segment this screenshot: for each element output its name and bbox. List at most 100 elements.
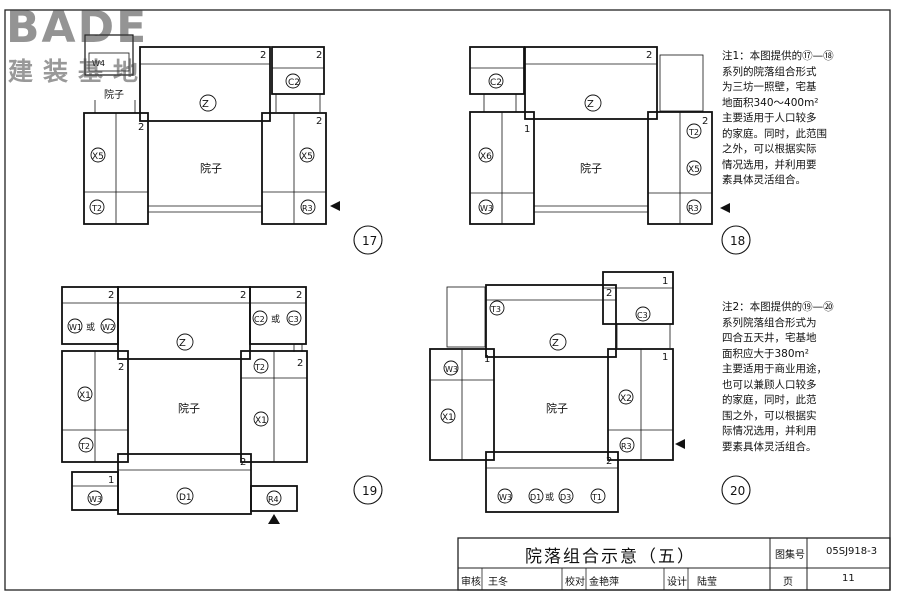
label-r3: R3: [688, 204, 699, 213]
label-courtyard: 院子: [546, 401, 568, 415]
label-or: 或: [271, 313, 280, 325]
design-label: 设计: [667, 577, 687, 588]
label-w4: W4: [92, 59, 105, 68]
label-x6: X6: [480, 152, 492, 162]
level-number: 2: [240, 290, 246, 301]
note-line: 系列院落组合形式为: [722, 316, 817, 329]
check-label: 校对: [565, 577, 585, 588]
label-r4: R4: [268, 495, 279, 504]
label-t3: T3: [490, 305, 501, 314]
note-line: 注1：本图提供的⑰—⑱: [722, 50, 834, 62]
label-w1: W1: [69, 323, 82, 332]
label-t2: T2: [91, 204, 102, 213]
figure-19-plan: [61, 286, 383, 524]
label-x2: X2: [620, 394, 632, 404]
level-number: 2: [108, 290, 114, 301]
label-courtyard: 院子: [178, 401, 200, 415]
figure-number-18: 18: [730, 234, 745, 248]
label-courtyard: 院子: [200, 161, 222, 175]
level-number: 1: [662, 276, 668, 287]
label-w2: W2: [102, 323, 115, 332]
level-number: 2: [118, 362, 124, 373]
level-number: 2: [606, 456, 612, 467]
label-c2: C2: [288, 78, 300, 88]
note-line: 四合五天井，宅基地: [722, 332, 817, 344]
label-courtyard: 院子: [580, 161, 602, 175]
note-line: 的家庭。同时，此范围: [722, 127, 827, 140]
checker-name: 金艳萍: [589, 577, 619, 588]
label-w3: W3: [480, 204, 493, 213]
label-r3: R3: [302, 204, 313, 213]
note-line: 际情况选用，并利用: [722, 425, 817, 437]
label-c2: C2: [254, 315, 265, 324]
label-courtyard-small: 院子: [104, 88, 124, 101]
reviewer-name: 王冬: [488, 577, 508, 588]
label-x1: X1: [255, 416, 267, 426]
label-c2: C2: [490, 78, 502, 88]
page-label: 页: [783, 577, 793, 588]
label-w3: W3: [89, 495, 102, 504]
watermark-subtitle: 建装基地: [8, 57, 149, 86]
note-line: 也可以兼顾人口较多: [722, 378, 817, 391]
figure-17-plan: [83, 34, 383, 255]
review-label: 审核: [461, 577, 481, 588]
page-number: 11: [842, 573, 855, 584]
level-number: 2: [316, 50, 322, 61]
label-z: Z: [179, 338, 186, 349]
label-z: Z: [587, 99, 594, 110]
label-t1: T1: [591, 493, 602, 502]
level-number: 2: [260, 50, 266, 61]
level-number: 2: [138, 122, 144, 133]
atlas-label: 图集号: [775, 550, 805, 561]
figure-18-plan: [469, 46, 751, 255]
label-d1: D1: [179, 493, 192, 503]
label-r3: R3: [621, 442, 632, 451]
label-d3: D3: [560, 493, 571, 502]
note-1: 注1：本图提供的⑰—⑱ 系列的院落组合形式为三坊一照壁，宅基地面积340～400m…: [722, 49, 834, 189]
level-number: 2: [702, 116, 708, 127]
label-c3: C3: [288, 315, 299, 324]
label-x5: X5: [301, 152, 313, 162]
level-number: 2: [316, 116, 322, 127]
label-c3: C3: [637, 311, 648, 320]
label-x5: X5: [688, 165, 700, 175]
note-line: 地面积340～400m²: [722, 96, 819, 109]
figure-20-plan: [429, 271, 751, 513]
label-t2: T2: [79, 442, 90, 451]
label-x1: X1: [79, 391, 91, 401]
note-line: 注2：本图提供的⑲—⑳: [722, 301, 834, 313]
level-number: 2: [606, 288, 612, 299]
label-or: 或: [86, 321, 95, 333]
note-line: 情况选用，并利用要: [722, 158, 817, 171]
label-or: 或: [545, 491, 554, 503]
note-line: 系列的院落组合形式: [722, 65, 817, 78]
title-block-frame: [457, 537, 891, 591]
label-d1: D1: [530, 493, 541, 502]
designer-name: 陆莹: [697, 577, 717, 588]
label-x5: X5: [92, 152, 104, 162]
label-z: Z: [552, 338, 559, 349]
drawing-title: 院落组合示意（五）: [525, 547, 696, 567]
note-line: 素具体灵活组合。: [722, 174, 806, 186]
level-number: 2: [646, 50, 652, 61]
label-t2: T2: [688, 128, 699, 137]
label-z: Z: [202, 99, 209, 110]
level-number: 1: [524, 124, 530, 135]
level-number: 1: [484, 354, 490, 365]
note-line: 要素具体灵活组合。: [722, 440, 817, 453]
note-line: 围之外，可以根据实: [722, 409, 817, 422]
note-line: 面积应大于380m²: [722, 347, 809, 360]
note-line: 的家庭，同时，此范: [722, 394, 817, 406]
level-number: 1: [108, 475, 114, 486]
sheet-border: [4, 9, 891, 591]
figure-number-17: 17: [362, 234, 377, 248]
watermark-logo: BADE: [6, 2, 149, 53]
note-line: 为三坊一照壁，宅基: [722, 81, 817, 93]
figure-number-19: 19: [362, 484, 377, 498]
label-w3: W3: [499, 493, 512, 502]
label-t2: T2: [254, 363, 265, 372]
atlas-number: 05SJ918-3: [826, 546, 878, 557]
level-number: 1: [662, 352, 668, 363]
